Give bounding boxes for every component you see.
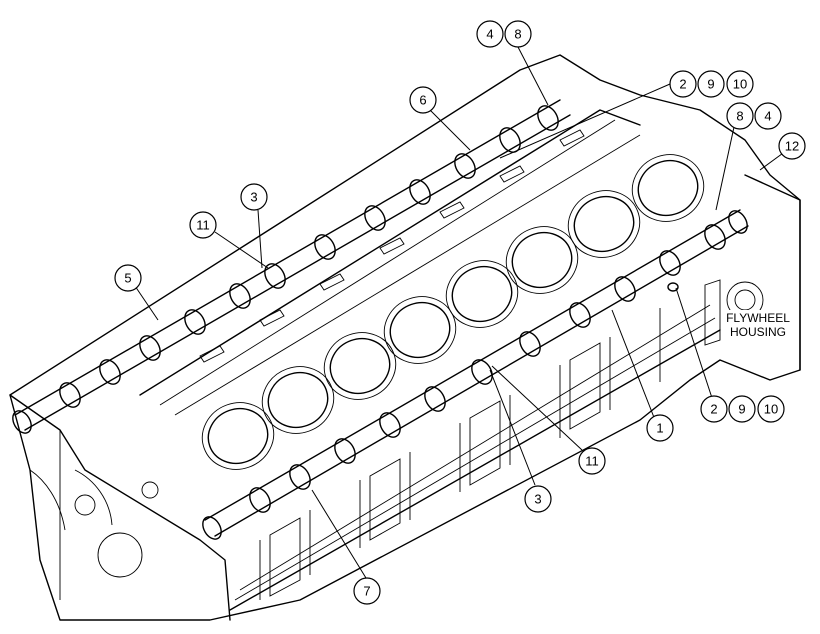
callout-9-right-label: 9 — [738, 402, 745, 417]
callout-3-upper-label: 3 — [250, 190, 257, 205]
flywheel-housing-line2: HOUSING — [730, 325, 786, 339]
callout-1: 1 — [646, 414, 674, 442]
callout-2-top-label: 2 — [679, 77, 686, 92]
callout-3-lower-label: 3 — [534, 492, 541, 507]
callout-11-upper: 11 — [189, 211, 217, 239]
callout-11-lower-label: 11 — [585, 454, 599, 469]
upper-camshaft — [12, 99, 571, 434]
cylinder-bores — [199, 129, 705, 470]
callout-10-top: 10 — [726, 70, 754, 98]
flywheel-housing-label: FLYWHEEL HOUSING — [722, 310, 794, 340]
callout-1-label: 1 — [656, 421, 663, 436]
callout-6: 6 — [409, 86, 437, 114]
callout-10-right-label: 10 — [764, 402, 778, 417]
callout-3-upper: 3 — [240, 183, 268, 211]
callout-4-top-label: 4 — [486, 27, 493, 42]
callout-4-right: 4 — [754, 102, 782, 130]
callout-8-right-label: 8 — [736, 109, 743, 124]
callout-2-right-label: 2 — [710, 402, 717, 417]
callout-10-right: 10 — [757, 395, 785, 423]
callout-2-right: 2 — [700, 395, 728, 423]
callout-3-lower: 3 — [524, 485, 552, 513]
callout-9-right: 9 — [728, 395, 756, 423]
engine-block — [9, 54, 801, 621]
leader-lines — [134, 46, 791, 579]
callout-7: 7 — [353, 577, 381, 605]
callout-8-top-label: 8 — [514, 27, 521, 42]
callout-11-lower: 11 — [578, 447, 606, 475]
callout-8-top: 8 — [504, 20, 532, 48]
callout-9-top-label: 9 — [707, 77, 714, 92]
callout-8-right: 8 — [726, 102, 754, 130]
callout-4-right-label: 4 — [764, 109, 771, 124]
callout-7-label: 7 — [363, 584, 370, 599]
callout-12-label: 12 — [785, 139, 799, 154]
callout-11-upper-label: 11 — [196, 218, 210, 233]
callout-5-label: 5 — [124, 271, 131, 286]
callout-10-top-label: 10 — [733, 77, 747, 92]
callout-9-top: 9 — [697, 70, 725, 98]
callout-5: 5 — [114, 264, 142, 292]
callout-4-top: 4 — [476, 20, 504, 48]
callout-2-top: 2 — [669, 70, 697, 98]
flywheel-housing-line1: FLYWHEEL — [726, 311, 790, 325]
callout-12: 12 — [778, 132, 806, 160]
lower-camshaft — [202, 209, 749, 540]
callout-6-label: 6 — [419, 93, 426, 108]
